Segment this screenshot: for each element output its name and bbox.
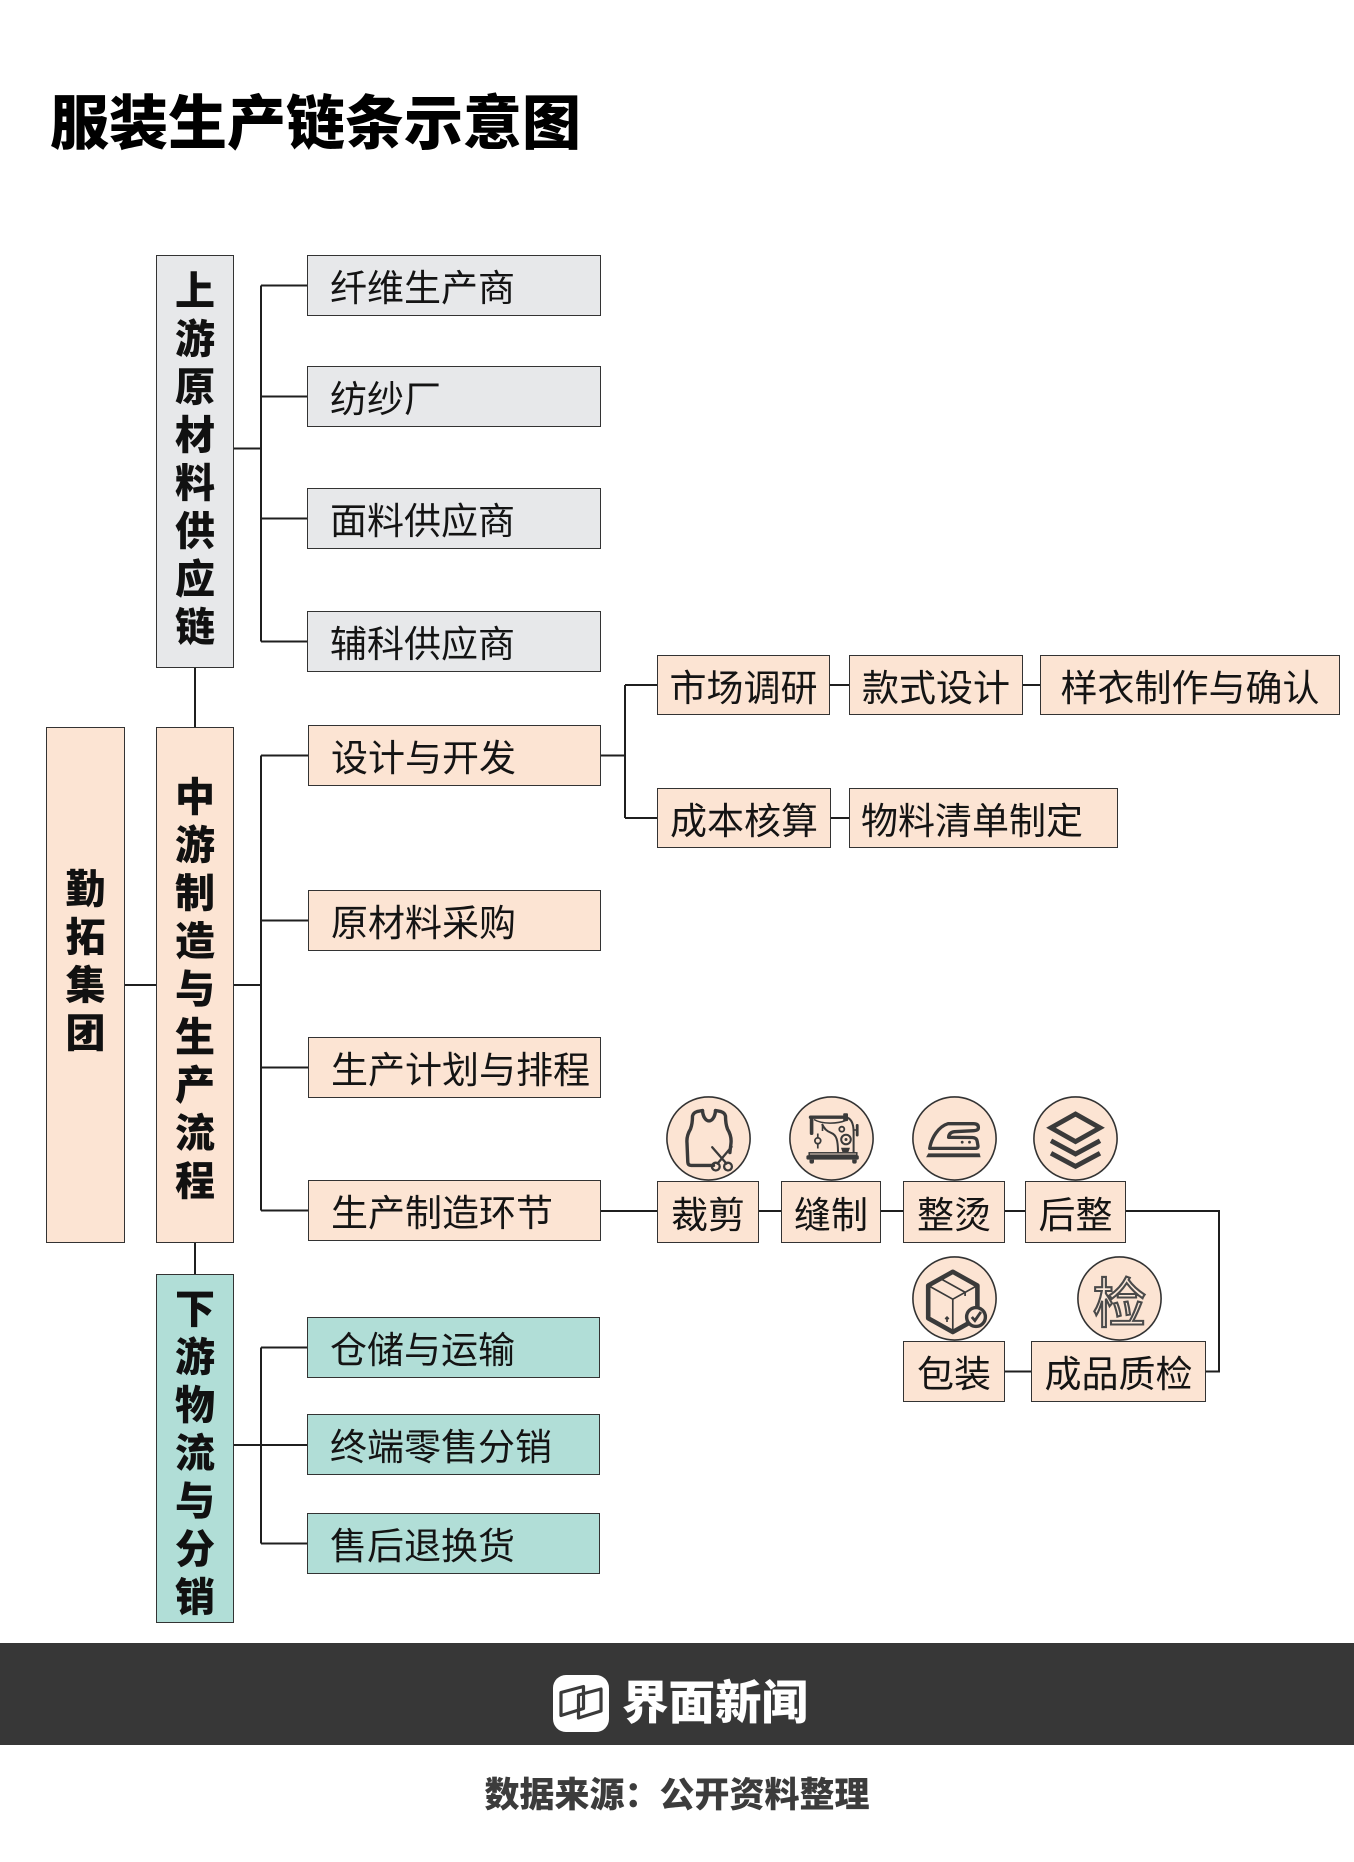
svg-text:检: 检 <box>1092 1260 1146 1339</box>
